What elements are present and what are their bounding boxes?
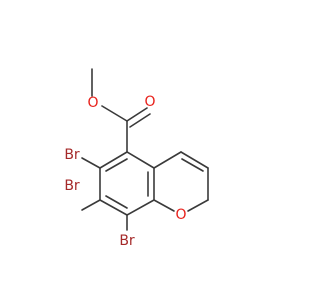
- atom-br-8: Br: [119, 233, 135, 249]
- bond-oring-c8a: [153, 199, 175, 212]
- bond-c7-br: [81, 199, 101, 211]
- bond-carbonyl-double-b: [129, 113, 151, 128]
- bond-carbonyl-double-a: [126, 107, 148, 122]
- atom-o-carbonyl: O: [144, 94, 155, 110]
- bond-c4a-c4: [153, 151, 182, 169]
- atom-labels: O O O Br Br Br: [64, 94, 186, 249]
- bond-c5-c6-inner: [105, 158, 128, 172]
- bond-c6-c5: [99, 151, 128, 169]
- atom-br-6: Br: [64, 147, 80, 163]
- bond-c6-br: [81, 157, 101, 169]
- bond-oester-carbonylc: [101, 105, 128, 122]
- bond-c8a-c8: [126, 199, 155, 216]
- bond-c5-c4a: [126, 151, 155, 169]
- atom-br-7: Br: [64, 178, 80, 194]
- structure-canvas: O O O Br Br Br: [64, 68, 209, 249]
- atom-o-ester: O: [87, 95, 98, 111]
- bond-c2-oring: [187, 199, 209, 212]
- bond-c4-c3: [180, 151, 209, 169]
- molecule-structure: O O O Br Br Br: [64, 68, 209, 249]
- bond-c8-c7: [99, 199, 128, 216]
- bond-c8-c7-inner: [105, 195, 128, 209]
- bonds: [81, 68, 209, 231]
- bond-c4-c3-inner: [181, 158, 204, 172]
- atom-o-ring: O: [175, 207, 186, 223]
